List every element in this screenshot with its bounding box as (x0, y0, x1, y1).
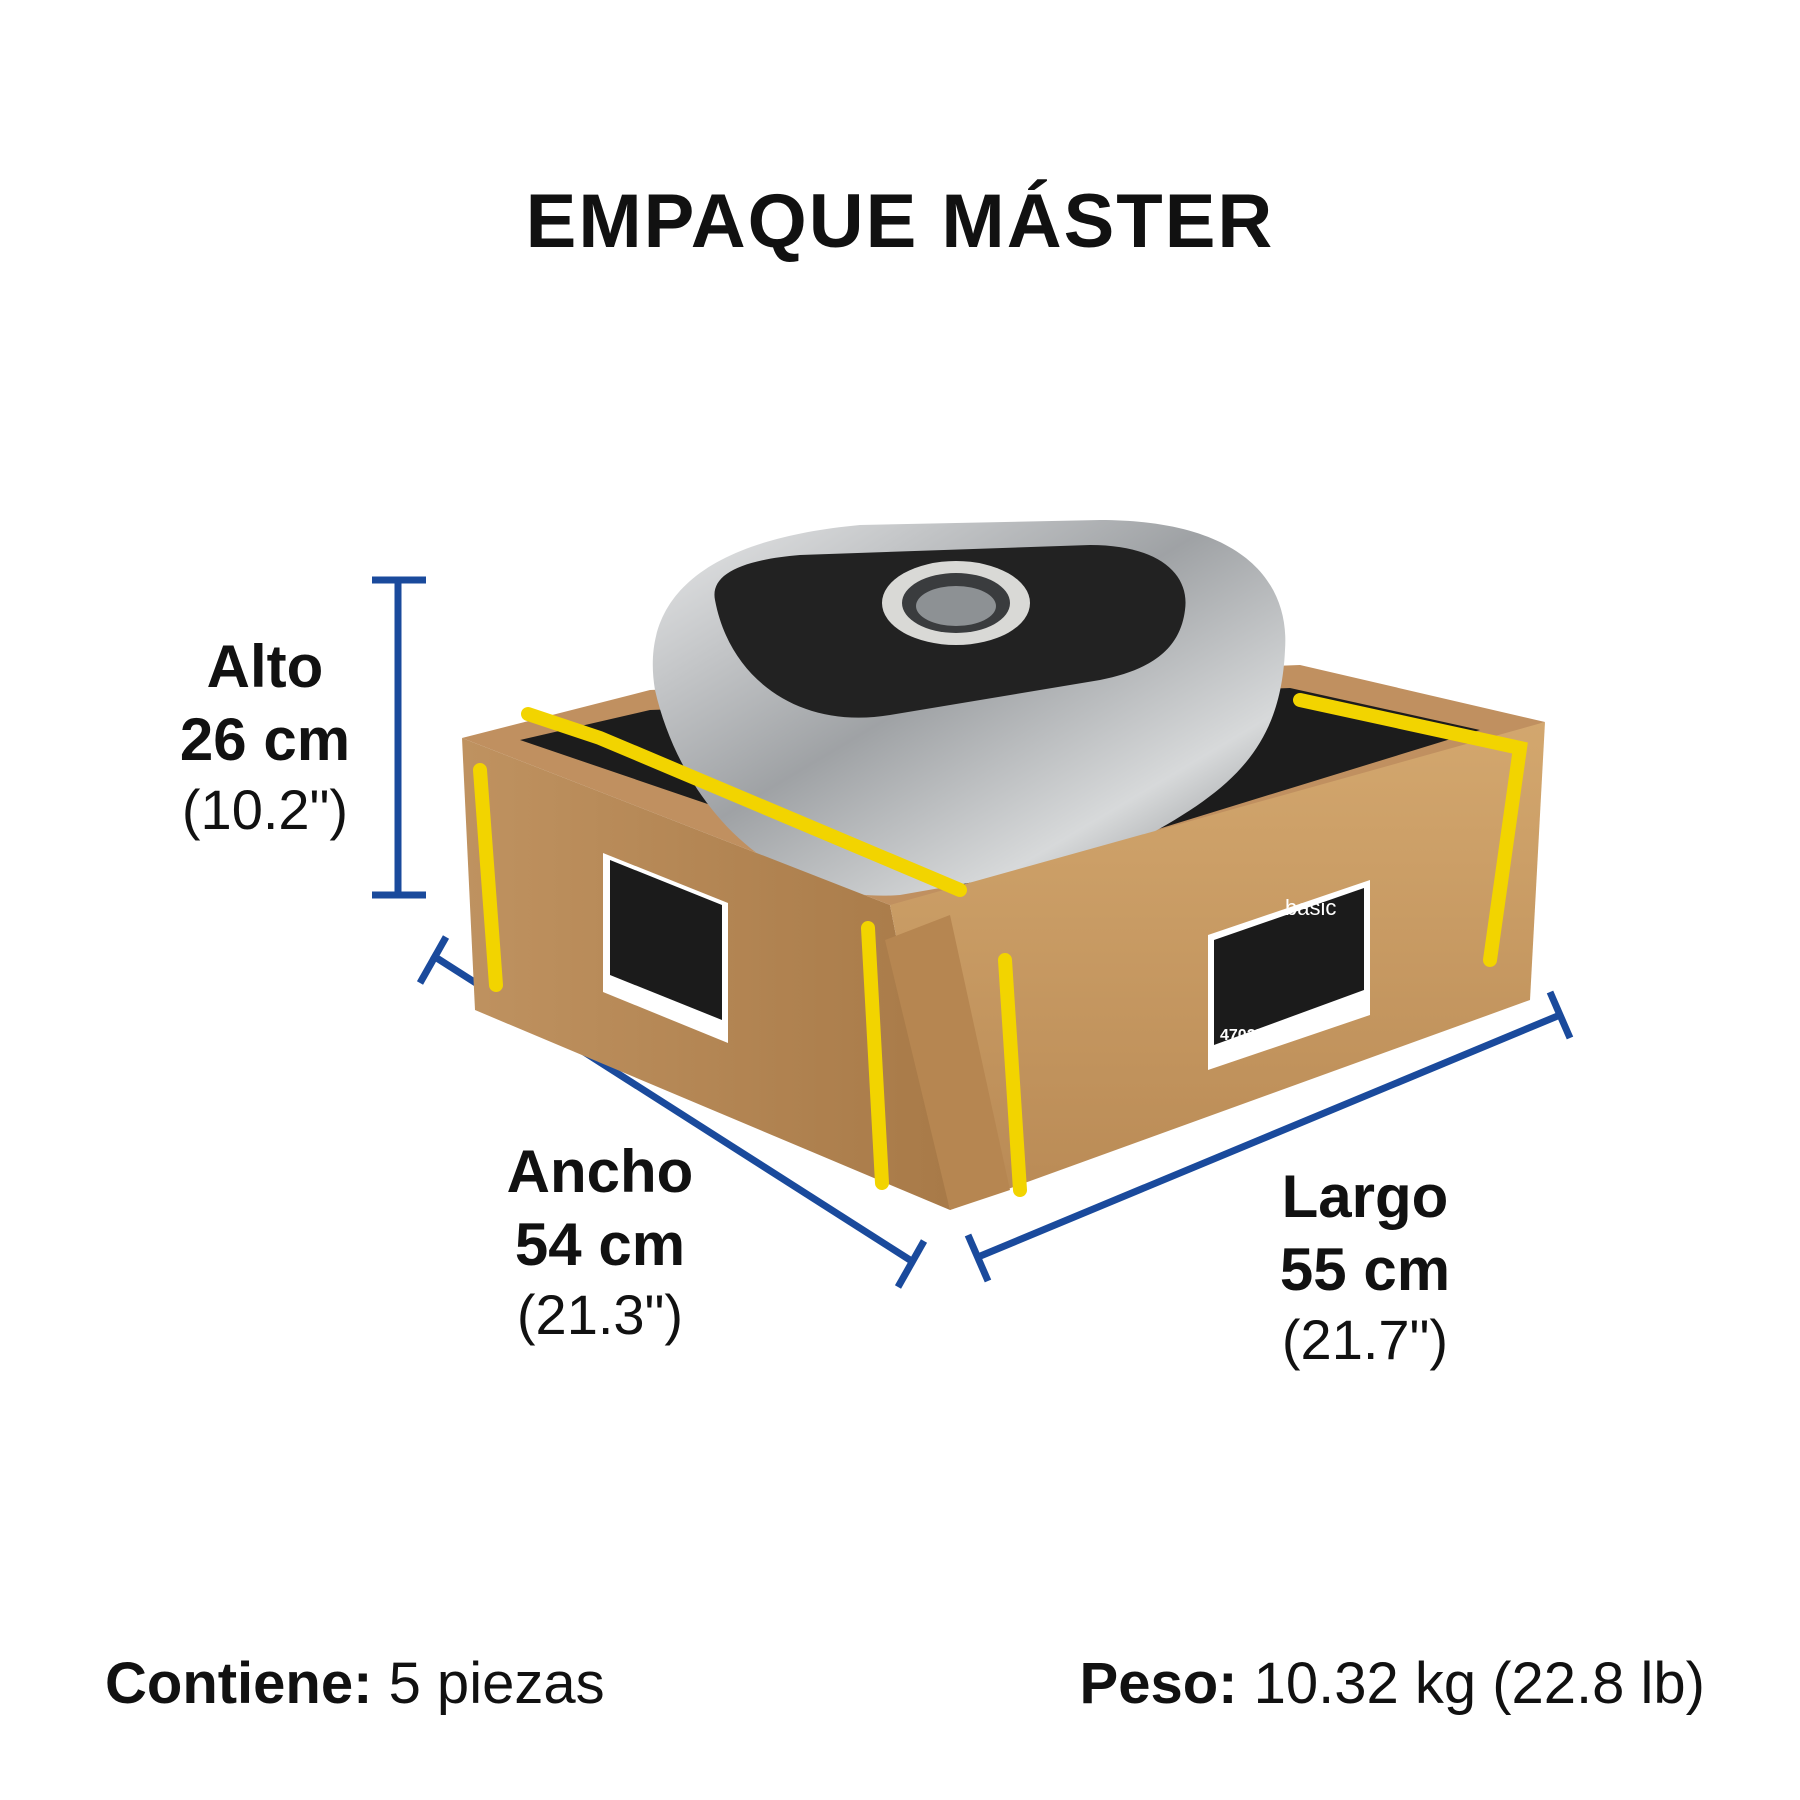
page-title: EMPAQUE MÁSTER (525, 179, 1275, 264)
contents-label: Contiene: (105, 1651, 373, 1716)
height-metric: 26 cm (179, 706, 351, 774)
height-dimension: Alto 26 cm (10.2") (150, 630, 380, 845)
width-metric: 54 cm (514, 1211, 686, 1279)
width-imperial: (21.3") (516, 1283, 684, 1347)
weight-label: Peso: (1079, 1651, 1238, 1716)
box-label-front: 47025 basic (1208, 880, 1370, 1070)
width-dimension: Ancho 54 cm (21.3") (490, 1135, 710, 1350)
contents-value: 5 piezas (388, 1651, 605, 1716)
length-dimension-line (964, 990, 1574, 1283)
contents-info: Contiene: 5 piezas (105, 1650, 605, 1717)
height-imperial: (10.2") (181, 778, 349, 842)
height-dimension-line (372, 576, 426, 899)
weight-value: 10.32 kg (22.8 lb) (1253, 1651, 1705, 1716)
length-metric: 55 cm (1279, 1236, 1451, 1304)
box-label-left (603, 853, 728, 1043)
yellow-strap (473, 693, 1528, 1197)
length-label: Largo (1281, 1163, 1449, 1230)
height-label: Alto (206, 633, 324, 700)
weight-info: Peso: 10.32 kg (22.8 lb) (1080, 1650, 1705, 1717)
cardboard-box: 47025 basic (462, 520, 1545, 1210)
box-label-code: 47025 (1220, 1027, 1265, 1044)
box-label-brand: basic (1285, 895, 1336, 920)
length-dimension: Largo 55 cm (21.7") (1245, 1160, 1485, 1375)
width-label: Ancho (506, 1138, 694, 1205)
length-imperial: (21.7") (1281, 1308, 1449, 1372)
stainless-sink (652, 520, 1286, 896)
